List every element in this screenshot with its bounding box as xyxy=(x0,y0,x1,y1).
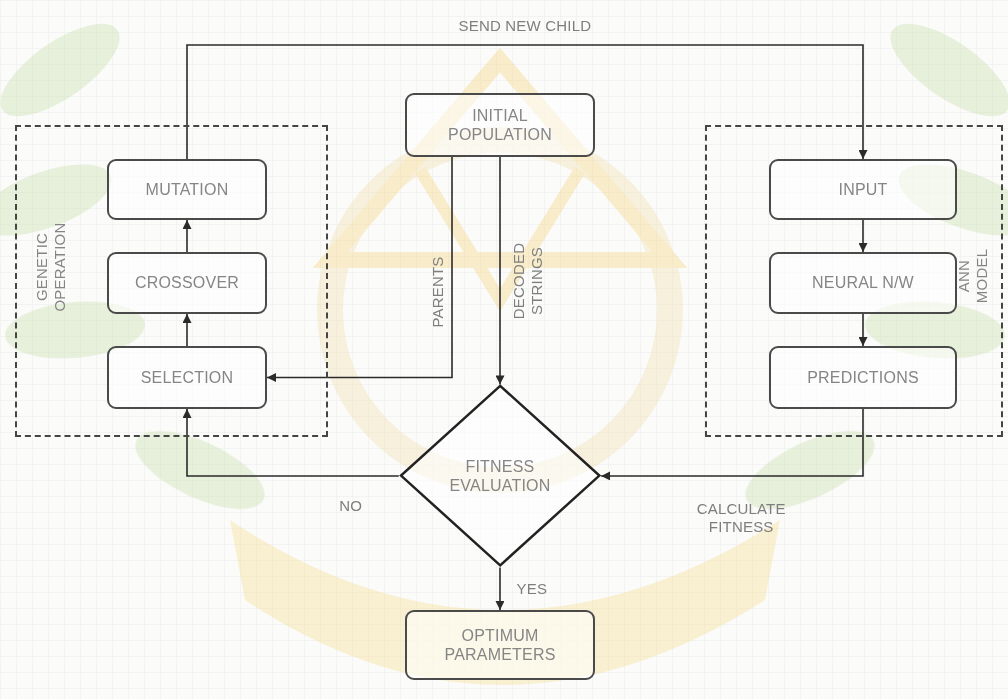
process-box: NEURAL N/W xyxy=(769,252,957,314)
node-label: INITIAL POPULATION xyxy=(435,106,565,144)
node-label: MUTATION xyxy=(146,180,229,199)
node-label: FITNESS EVALUATION xyxy=(442,457,557,495)
group-frame: GENETIC OPERATION MUTATION CROSSOVER SELECT… xyxy=(15,125,328,437)
edge-label: PARENTS xyxy=(428,257,446,328)
edge-label: YES xyxy=(516,580,547,598)
flow-arrow xyxy=(267,157,452,378)
edge-label: DECODED STRINGS xyxy=(509,233,545,328)
node-label: PREDICTIONS xyxy=(807,368,919,387)
flow-arrow xyxy=(187,45,863,159)
node-label: OPTIMUM PARAMETERS xyxy=(435,626,565,664)
watermark xyxy=(0,7,1008,685)
result-box: OPTIMUM PARAMETERS xyxy=(405,610,595,680)
node-label: SELECTION xyxy=(141,368,234,387)
node-label: CROSSOVER xyxy=(135,273,239,292)
flow-arrow xyxy=(601,409,863,476)
process-box: INPUT xyxy=(769,159,957,220)
diamond-outline xyxy=(399,384,601,567)
group-label: ANN MODEL xyxy=(954,247,990,305)
process-box: CROSSOVER xyxy=(107,252,267,314)
edge-label: NO xyxy=(339,497,362,515)
diamond-shape xyxy=(401,386,599,566)
node-label: INPUT xyxy=(839,180,888,199)
process-box: SELECTION xyxy=(107,346,267,409)
node-label: NEURAL N/W xyxy=(812,273,914,292)
group-frame: ANN MODEL INPUT NEURAL N/W PREDICTIONS xyxy=(705,125,1003,437)
flow-arrow xyxy=(499,157,501,384)
edge-label: SEND NEW CHILD xyxy=(459,17,592,35)
process-box: PREDICTIONS xyxy=(769,346,957,409)
flow-arrow xyxy=(186,220,188,252)
flow-arrow xyxy=(862,314,864,346)
decision-diamond: FITNESS EVALUATION xyxy=(399,384,601,567)
flow-arrow xyxy=(186,314,188,346)
group-label: GENETIC OPERATION xyxy=(33,207,69,327)
flow-arrow xyxy=(187,409,399,476)
start-box: INITIAL POPULATION xyxy=(405,93,595,157)
process-box: MUTATION xyxy=(107,159,267,220)
edge-label: CALCULATE FITNESS xyxy=(681,500,801,536)
flow-arrow xyxy=(862,220,864,252)
flow-arrow xyxy=(499,568,501,610)
